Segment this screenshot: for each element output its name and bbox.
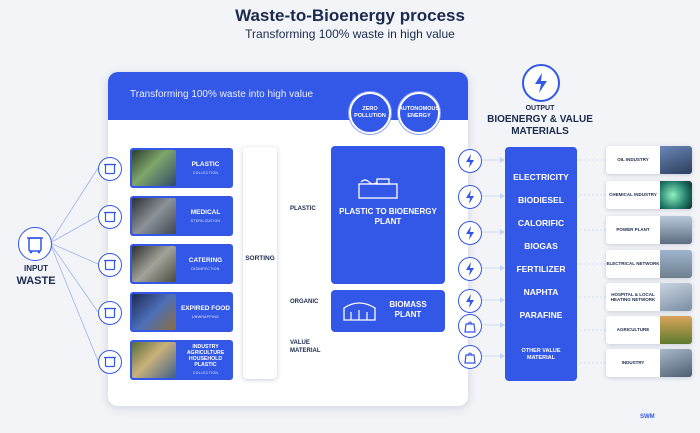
medical-photo bbox=[132, 198, 176, 234]
sector-label: OIL INDUSTRY bbox=[606, 146, 660, 174]
waste-card-label: CATERING bbox=[189, 257, 222, 264]
product-label: NAPHTA bbox=[505, 287, 577, 297]
sector-label: ELECTRICAL NETWORK bbox=[606, 250, 660, 278]
industry-photo bbox=[660, 349, 692, 377]
product-label: ELECTRICITY bbox=[505, 172, 577, 182]
plastic-flow-label: PLASTIC bbox=[290, 206, 316, 212]
panel-banner-text: Transforming 100% waste into high value bbox=[130, 89, 313, 100]
waste-bin-icon bbox=[18, 227, 52, 261]
material-bag-icon bbox=[458, 345, 482, 369]
waste-card-label: INDUSTRY AGRICULTURE HOUSEHOLD PLASTIC bbox=[178, 345, 233, 369]
energy-icon bbox=[458, 289, 482, 313]
electrical-network-photo bbox=[660, 250, 692, 278]
oil-industry-photo bbox=[660, 146, 692, 174]
biomass-plant-label: BIOMASS PLANT bbox=[388, 300, 428, 320]
sector-label: AGRICULTURE bbox=[606, 316, 660, 344]
waste-card-label: PLASTIC bbox=[192, 161, 220, 168]
bin-icon bbox=[98, 253, 122, 277]
output-title: BIOENERGY & VALUE MATERIALS bbox=[470, 114, 610, 138]
plastic-photo bbox=[132, 150, 176, 186]
energy-icon bbox=[458, 149, 482, 173]
zero-pollution-label: ZERO POLLUTION bbox=[351, 106, 389, 119]
sector-label: CHEMICAL INDUSTRY bbox=[606, 181, 660, 209]
bin-icon bbox=[98, 350, 122, 374]
waste-card-label: MEDICAL bbox=[191, 209, 221, 216]
sector-card-industry: INDUSTRY bbox=[606, 349, 692, 377]
sector-card-oil-industry: OIL INDUSTRY bbox=[606, 146, 692, 174]
waste-card-catering: CATERING DISINFECTION bbox=[130, 244, 233, 284]
company-logo: SWM bbox=[640, 414, 655, 420]
power-plant-photo bbox=[660, 216, 692, 244]
waste-card-sub: DISINFECTION bbox=[191, 267, 219, 271]
value-material-flow-label: VALUE MATERIAL bbox=[290, 340, 324, 356]
bin-icon bbox=[98, 157, 122, 181]
zero-pollution-badge: ZERO POLLUTION bbox=[349, 92, 391, 134]
waste-card-industry: INDUSTRY AGRICULTURE HOUSEHOLD PLASTIC CO… bbox=[130, 340, 233, 380]
sector-card-power-plant: POWER PLANT bbox=[606, 216, 692, 244]
sector-card-electrical-network: ELECTRICAL NETWORK bbox=[606, 250, 692, 278]
energy-icon bbox=[522, 64, 560, 102]
sector-label: HOSPITAL & LOCAL HEATING NETWORK bbox=[606, 283, 660, 311]
waste-card-medical: MEDICAL STERILIZATION bbox=[130, 196, 233, 236]
agriculture-photo bbox=[660, 316, 692, 344]
waste-card-sub: STERILIZATION bbox=[191, 219, 221, 223]
expired-food-photo bbox=[132, 294, 176, 330]
waste-card-sub: UNWRAPPING bbox=[192, 315, 219, 319]
chemical-industry-photo bbox=[660, 181, 692, 209]
sorting-box bbox=[243, 147, 277, 379]
waste-card-sub: COLLECTION bbox=[193, 371, 218, 375]
waste-card-sub: COLLECTION bbox=[193, 171, 218, 175]
energy-icon bbox=[458, 257, 482, 281]
autonomous-energy-badge: AUTONOMOUS ENERGY bbox=[398, 92, 440, 134]
energy-icon bbox=[458, 185, 482, 209]
sector-label: POWER PLANT bbox=[606, 216, 660, 244]
waste-card-label: EXPIRED FOOD bbox=[181, 305, 230, 312]
sector-card-agriculture: AGRICULTURE bbox=[606, 316, 692, 344]
bin-icon bbox=[98, 205, 122, 229]
material-bag-icon bbox=[458, 314, 482, 338]
catering-photo bbox=[132, 246, 176, 282]
biomass-plant-icon bbox=[341, 298, 381, 324]
hospital-photo bbox=[660, 283, 692, 311]
input-label: INPUT bbox=[14, 264, 58, 273]
product-label: OTHER VALUE MATERIAL bbox=[515, 348, 567, 362]
product-label: BIOGAS bbox=[505, 241, 577, 251]
sorting-label: SORTING bbox=[243, 255, 277, 262]
organic-flow-label: ORGANIC bbox=[290, 299, 318, 305]
autonomous-energy-label: AUTONOMOUS ENERGY bbox=[399, 106, 439, 119]
sector-label: INDUSTRY bbox=[606, 349, 660, 377]
sector-card-chemical-industry: CHEMICAL INDUSTRY bbox=[606, 181, 692, 209]
input-waste-label: WASTE bbox=[14, 275, 58, 287]
product-label: FERTILIZER bbox=[505, 264, 577, 274]
product-label: PARAFINE bbox=[505, 310, 577, 320]
product-label: CALORIFIC bbox=[505, 218, 577, 228]
product-label: BIODIESEL bbox=[505, 195, 577, 205]
waste-card-expired-food: EXPIRED FOOD UNWRAPPING bbox=[130, 292, 233, 332]
plastic-plant-label: PLASTIC TO BIOENERGY PLANT bbox=[331, 207, 445, 227]
industry-photo bbox=[132, 342, 176, 378]
energy-icon bbox=[458, 221, 482, 245]
sector-card-hospital-heating: HOSPITAL & LOCAL HEATING NETWORK bbox=[606, 283, 692, 311]
factory-icon bbox=[357, 176, 407, 200]
waste-card-plastic: PLASTIC COLLECTION bbox=[130, 148, 233, 188]
bin-icon bbox=[98, 301, 122, 325]
output-label: OUTPUT bbox=[470, 105, 610, 112]
